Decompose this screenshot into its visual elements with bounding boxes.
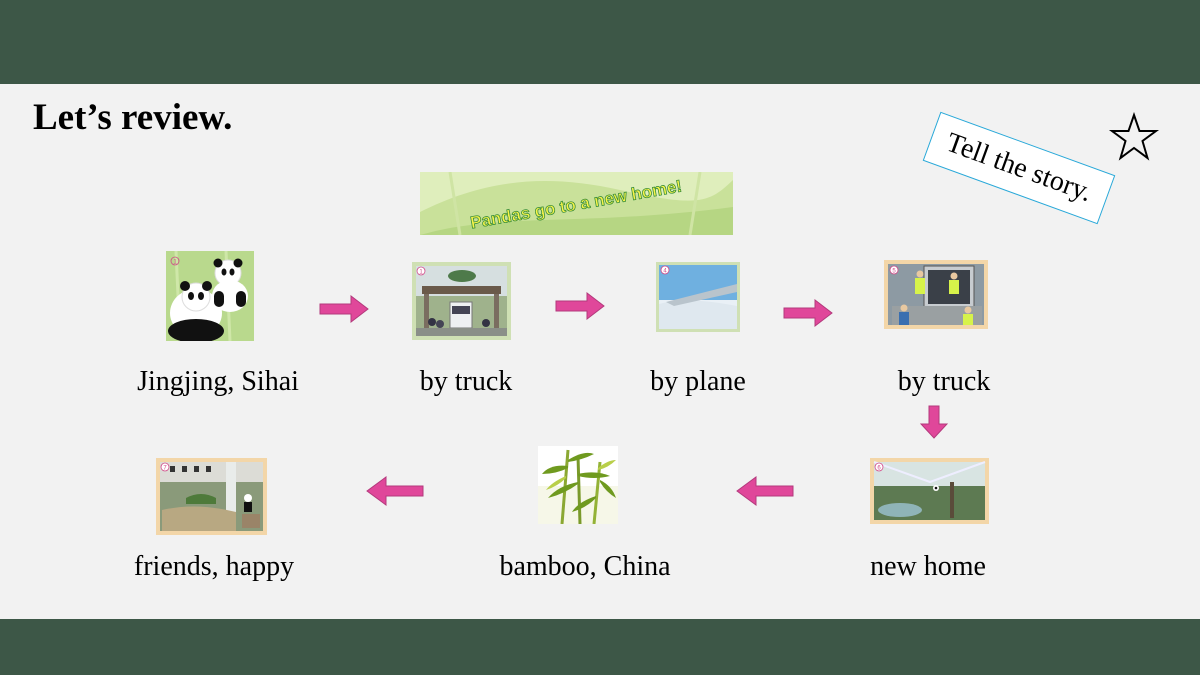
caption-by-truck-2: by truck [897,366,991,397]
photo-plane-wing: 4 [656,262,740,332]
photo-friends: 7 [156,458,267,535]
caption-by-plane: by plane [650,366,746,397]
photo-truck-gate: 1 [412,262,511,340]
photo-number: 4 [663,269,667,275]
arrow-down-icon [920,405,948,439]
caption-friends-happy: friends, happy [133,551,295,582]
arrow-left-icon [736,476,794,506]
star-icon [1108,112,1160,161]
photo-truck-unloading: 5 [884,260,988,329]
caption-jingjing-sihai: Jingjing, Sihai [137,366,299,397]
photo-number: 6 [877,466,881,472]
arrow-right-icon [555,292,605,320]
top-frame-bar [0,0,1200,84]
photo-number: 7 [163,466,167,472]
slide-heading: Let’s review. [33,97,233,138]
photo-bamboo [538,446,618,524]
photo-pandas: 1 [166,251,254,341]
arrow-left-icon [366,476,424,506]
photo-number: 1 [419,270,423,276]
photo-new-home: 6 [870,458,989,524]
photo-number: 5 [892,269,896,275]
caption-by-truck-1: by truck [419,366,513,397]
arrow-right-icon [319,295,369,323]
arrow-right-icon [783,299,833,327]
banner-pandas-new-home: Pandas go to a new home! [420,172,733,235]
caption-bamboo-china: bamboo, China [499,551,671,582]
photo-number: 1 [173,260,177,266]
bottom-frame-bar [0,619,1200,675]
caption-new-home: new home [870,551,986,582]
